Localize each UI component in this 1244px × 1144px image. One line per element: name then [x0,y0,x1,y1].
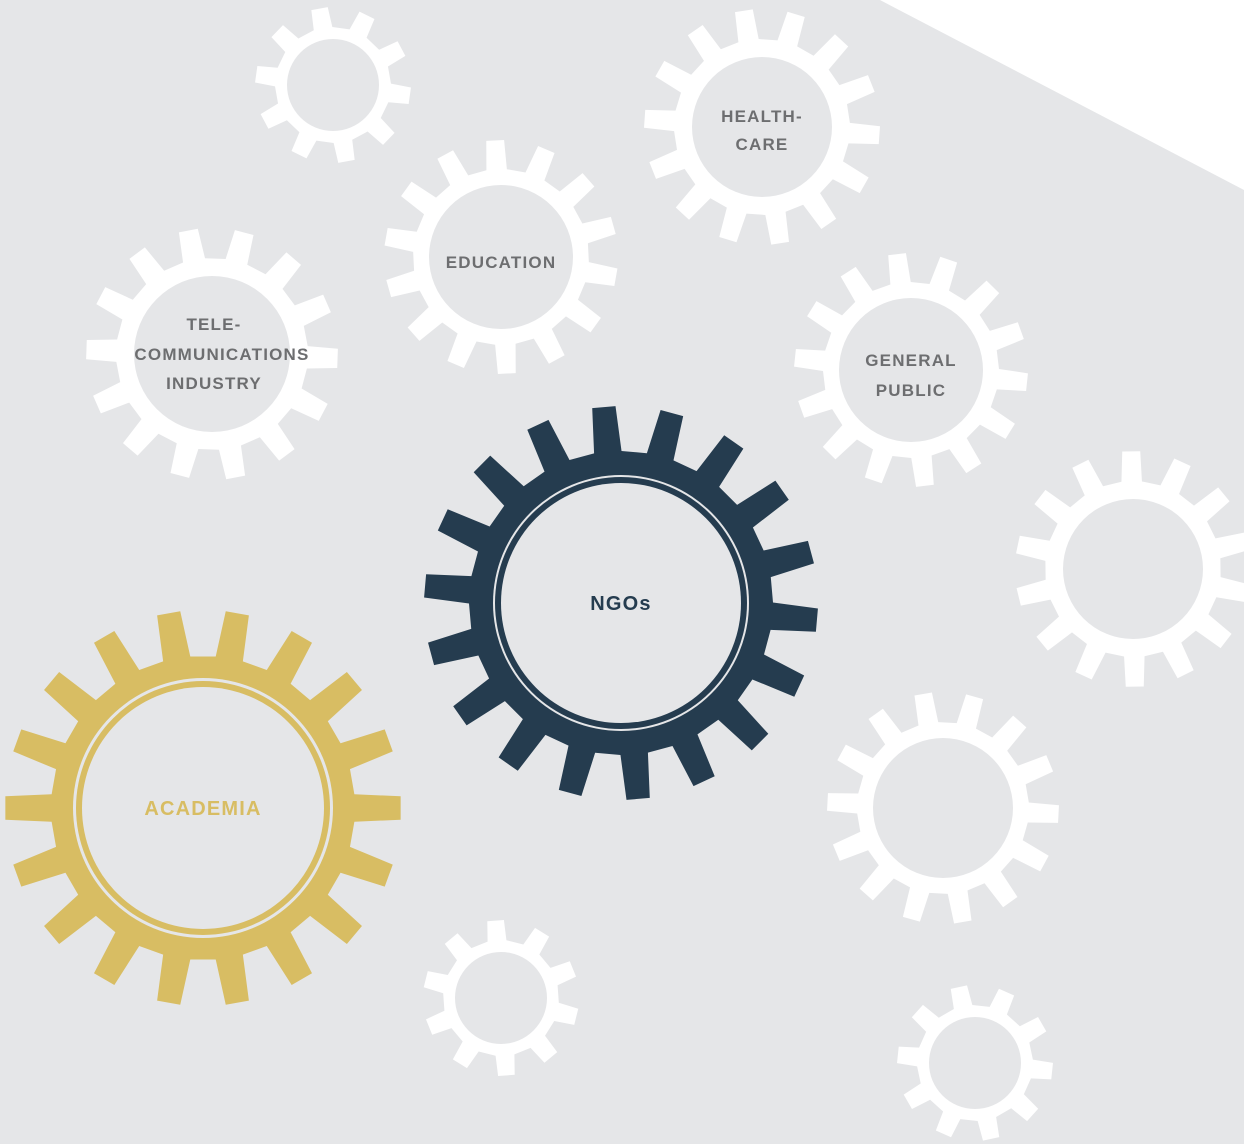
gear-telecom-label-2: COMMUNICATIONS [134,345,309,364]
gear-right-middle [1016,451,1244,687]
gear-hole [134,276,290,432]
gear-hole [873,738,1013,878]
gear-education: EDUCATION [384,140,618,374]
gear-hole [929,1017,1021,1109]
gear-bottom-right-small [897,985,1053,1141]
gear-general-public-label-2: PUBLIC [876,381,946,400]
gear-hole [429,185,573,329]
gear-healthcare-label-2: CARE [736,135,789,154]
gear-right-lower [827,692,1059,924]
gear-bottom-center-small [423,920,579,1076]
gear-telecom-label-1: TELE- [186,315,241,334]
corner-white-shape [880,0,1244,190]
gear-center-face [501,483,741,723]
gear-center-face [82,687,324,929]
gear-academia: ACADEMIA [5,611,401,1005]
gear-academia-label: ACADEMIA [144,798,261,820]
gear-ngos: NGOs [424,406,818,800]
gear-education-label: EDUCATION [446,253,557,272]
gear-hole [692,57,832,197]
gear-general-public: GENERAL PUBLIC [794,253,1028,487]
gear-hole [1063,499,1203,639]
gear-telecom: TELE- COMMUNICATIONS INDUSTRY [86,228,338,480]
gear-hole [455,952,547,1044]
gear-ngos-label: NGOs [590,593,651,615]
gear-healthcare-label-1: HEALTH- [721,107,803,126]
gear-general-public-label-1: GENERAL [865,351,957,370]
gear-healthcare: HEALTH- CARE [644,9,880,245]
gear-top-small [255,7,411,163]
gear-hole [287,39,379,131]
gear-hole [839,298,983,442]
gear-telecom-label-3: INDUSTRY [166,374,262,393]
